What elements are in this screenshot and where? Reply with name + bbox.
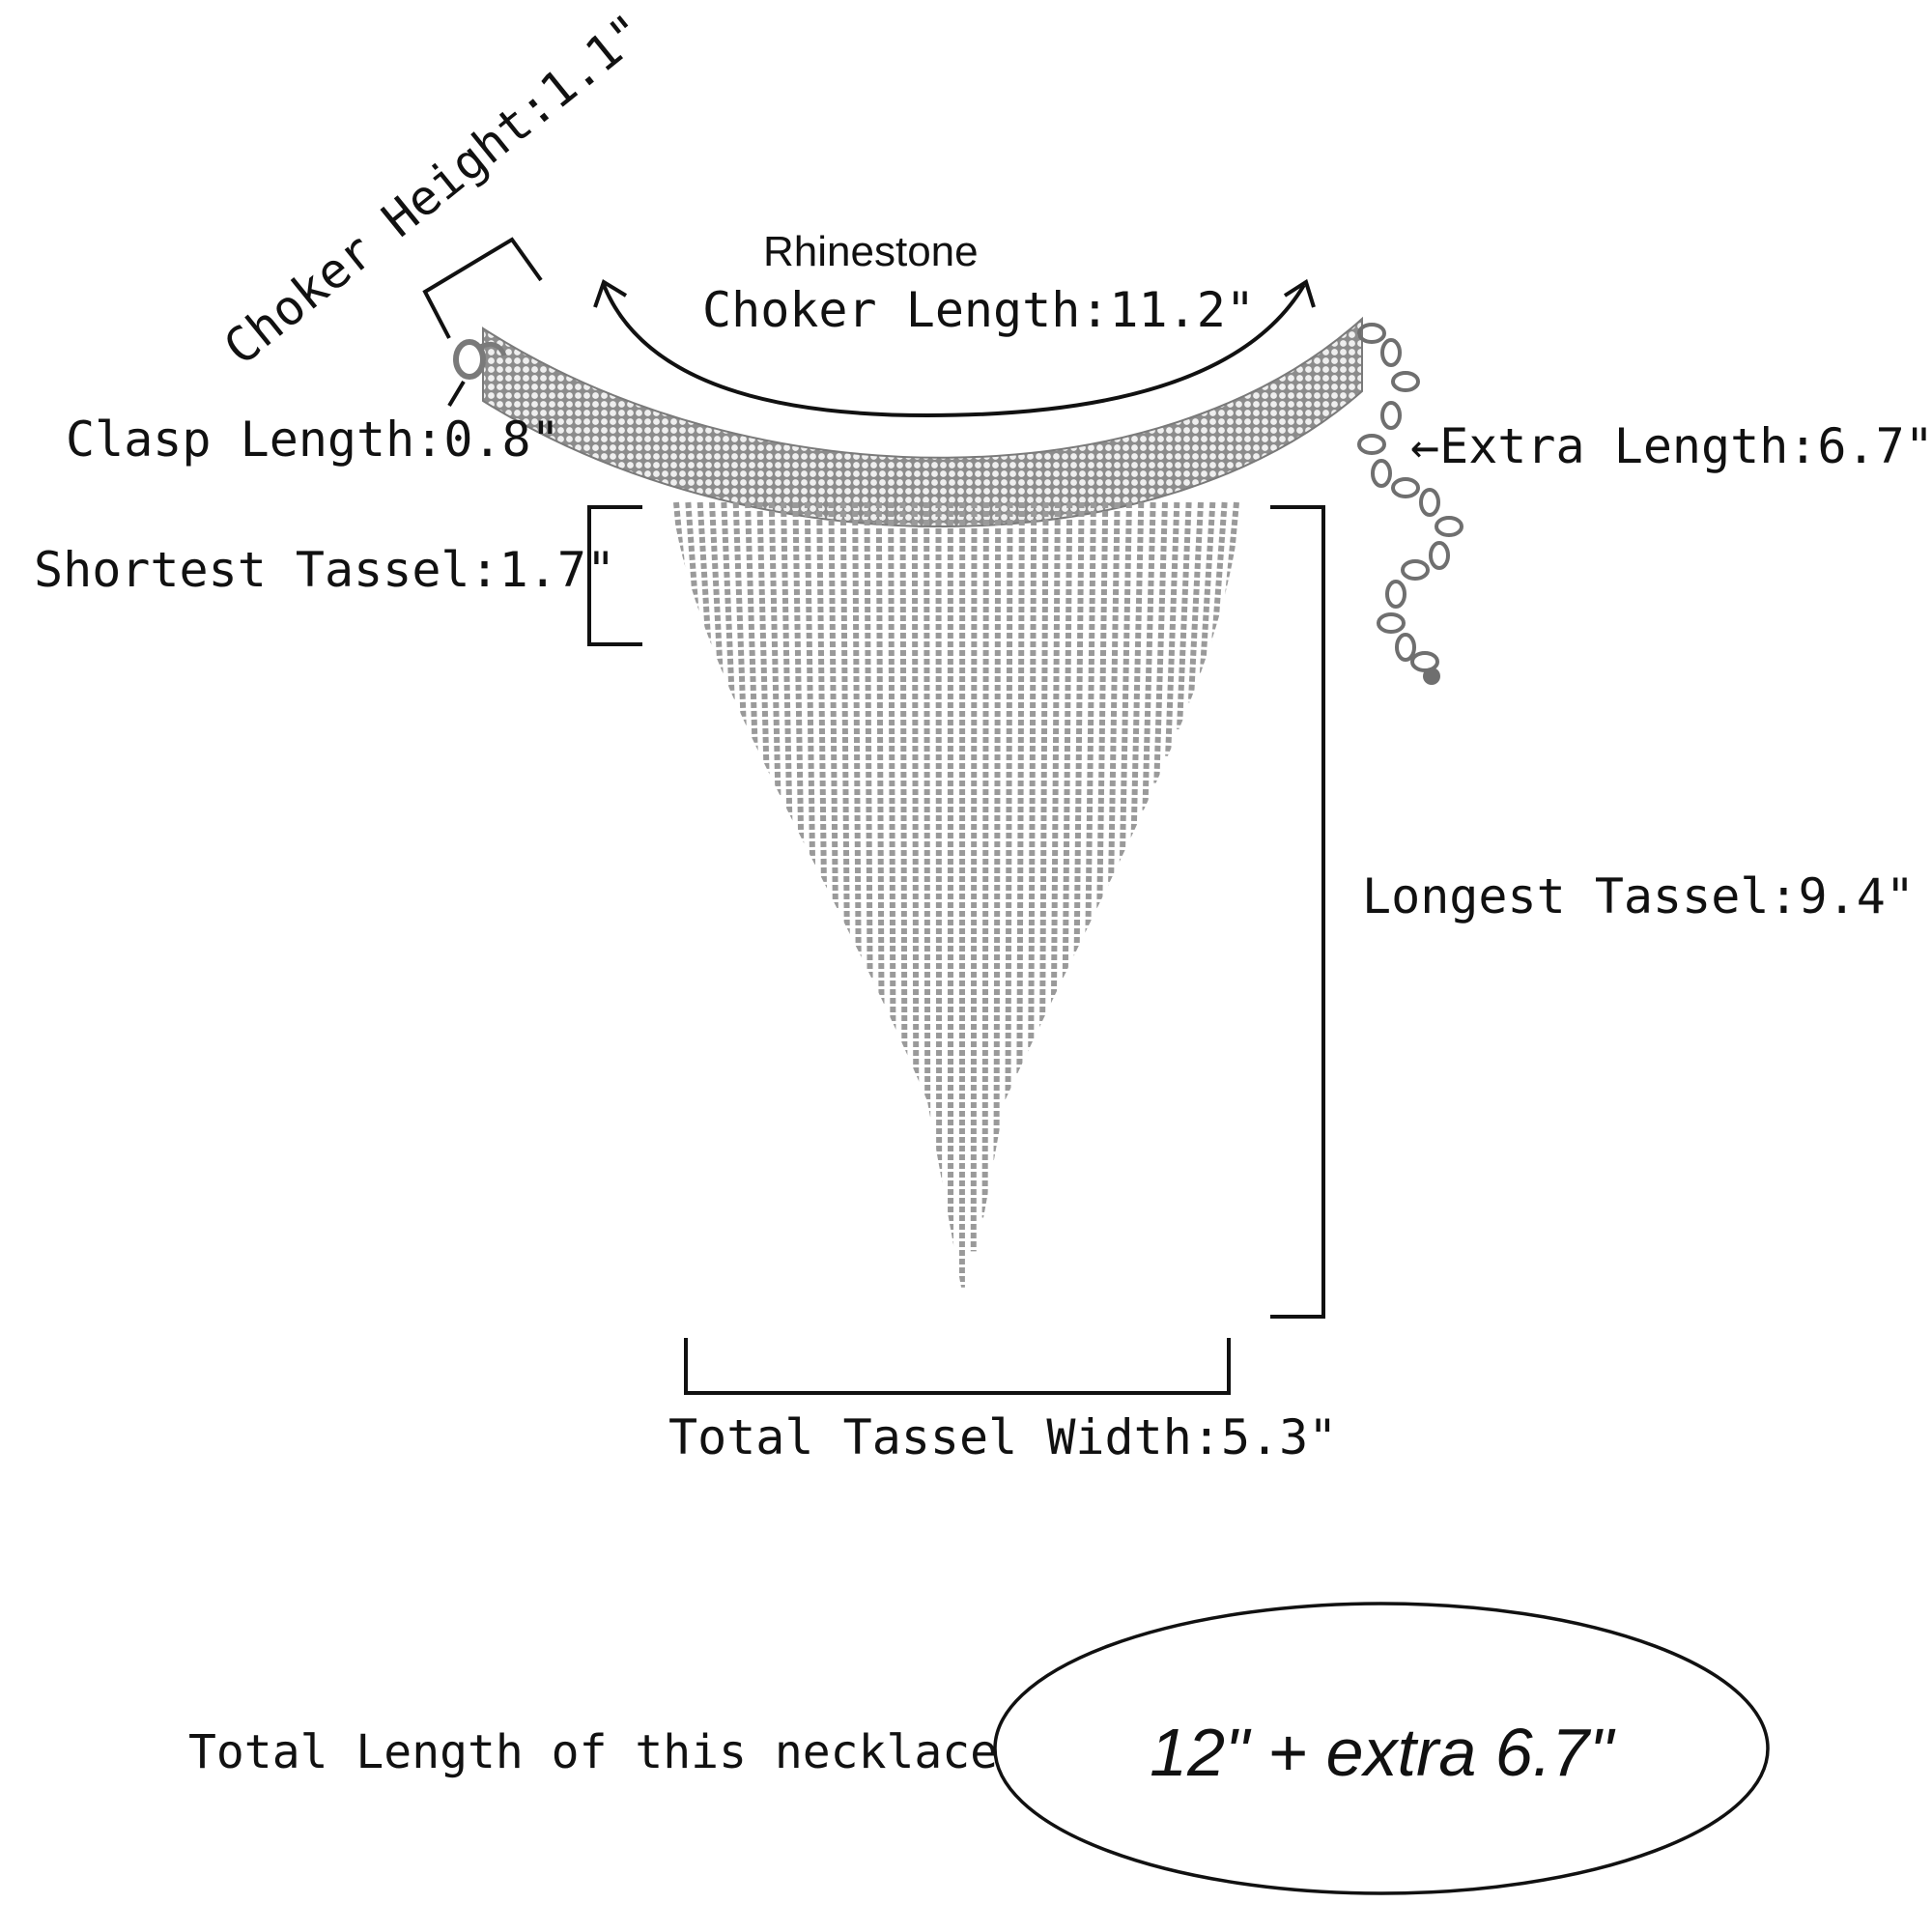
chain-link bbox=[1377, 612, 1406, 634]
tassel-strand bbox=[816, 501, 828, 949]
shortest-tassel-label: Shortest Tassel:1.7" bbox=[34, 542, 615, 598]
tassel-strand bbox=[781, 501, 794, 866]
tassel-strand bbox=[899, 501, 908, 1154]
tassel-strand bbox=[685, 501, 702, 650]
tassel-strand bbox=[1073, 501, 1085, 978]
tassel-strand bbox=[852, 501, 863, 1035]
chain-link bbox=[1419, 488, 1440, 517]
tassel-strand bbox=[1085, 501, 1096, 949]
tassel-strand bbox=[721, 501, 736, 730]
tassel-strand bbox=[864, 501, 874, 1065]
clasp-length-label: Clasp Length:0.8" bbox=[66, 412, 560, 468]
tassel-strand bbox=[1199, 501, 1216, 677]
arc-arrowhead-left bbox=[593, 279, 628, 308]
tassel-strand bbox=[745, 501, 759, 783]
chain-link bbox=[1357, 323, 1386, 344]
tassel-strand bbox=[970, 501, 978, 1252]
chain-link bbox=[1410, 651, 1439, 672]
total-length-value: 12" + extra 6.7" bbox=[1150, 1715, 1616, 1790]
tassel-strand bbox=[756, 501, 771, 810]
tassel-strand bbox=[1153, 501, 1168, 783]
chain-link bbox=[1391, 371, 1420, 392]
chain-link bbox=[1371, 459, 1392, 488]
labels: Choker Height:1.1" Rhinestone Choker Len… bbox=[34, 3, 1932, 1790]
tassel-strand bbox=[1177, 501, 1192, 730]
dimension-lines bbox=[422, 237, 1770, 1895]
chain-link bbox=[1380, 338, 1402, 367]
chain-link bbox=[1357, 434, 1386, 455]
tassel-strand bbox=[1130, 501, 1145, 838]
tassel-strand bbox=[888, 501, 896, 1123]
tassel-strand bbox=[1165, 501, 1180, 756]
tassel-strand bbox=[1187, 501, 1204, 703]
tassel-strand bbox=[1119, 501, 1132, 866]
tassel-strand bbox=[993, 501, 1002, 1186]
tassel-strand bbox=[935, 501, 943, 1252]
extension-chain bbox=[1357, 323, 1463, 685]
lobster-clasp-icon bbox=[453, 339, 507, 380]
total-tassel-width-label: Total Tassel Width:5.3" bbox=[668, 1409, 1337, 1465]
tassel-strand bbox=[673, 501, 691, 624]
tassel-strand bbox=[923, 501, 931, 1218]
chain-link bbox=[1385, 580, 1406, 609]
tassel-strand bbox=[709, 501, 725, 703]
choker-length-arc bbox=[602, 283, 1306, 418]
tassel-strand bbox=[792, 501, 806, 894]
chain-end-bead bbox=[1423, 668, 1440, 685]
chain-link bbox=[1429, 541, 1450, 570]
tassel-strand bbox=[828, 501, 839, 978]
tassel-strand bbox=[839, 501, 851, 1006]
chain-link bbox=[1391, 477, 1420, 498]
choker-length-label: Choker Length:11.2" bbox=[702, 282, 1255, 338]
arc-arrowhead-right bbox=[1283, 278, 1316, 308]
total-tassel-width-bracket bbox=[684, 1338, 1231, 1395]
extra-length-label: ←Extra Length:6.7" bbox=[1410, 418, 1932, 474]
tassel-strand bbox=[1222, 501, 1239, 624]
longest-tassel-bracket bbox=[1270, 505, 1325, 1319]
tassel-strand bbox=[732, 501, 748, 756]
tassel-strand bbox=[1096, 501, 1109, 921]
tassel-strand bbox=[981, 501, 989, 1218]
rhinestone-label: Rhinestone bbox=[763, 228, 979, 275]
tassel-strand bbox=[1210, 501, 1228, 650]
shortest-tassel-bracket bbox=[587, 505, 642, 646]
chain-link bbox=[1380, 401, 1402, 430]
clasp-leader-line bbox=[447, 380, 466, 408]
tassel-fringe bbox=[673, 501, 1239, 1288]
chain-link bbox=[1395, 633, 1416, 662]
tassel-strand bbox=[696, 501, 714, 677]
tassel-strand bbox=[1062, 501, 1073, 1006]
chain-link bbox=[1401, 559, 1430, 581]
tassel-strand bbox=[1050, 501, 1061, 1035]
tassel-strand bbox=[1142, 501, 1156, 810]
tassel-strand bbox=[1016, 501, 1025, 1123]
total-length-caption: Total Length of this necklace bbox=[188, 1725, 998, 1779]
longest-tassel-label: Longest Tassel:9.4" bbox=[1362, 868, 1915, 924]
tassel-strand bbox=[768, 501, 782, 838]
choker-band bbox=[482, 316, 1363, 527]
tassel-strand bbox=[1038, 501, 1049, 1065]
tassel-strand bbox=[1107, 501, 1121, 894]
tassel-strand bbox=[1005, 501, 1013, 1154]
chain-link bbox=[1435, 516, 1463, 537]
choker-height-label: Choker Height:1.1" bbox=[213, 3, 656, 376]
tassel-strand bbox=[1028, 501, 1037, 1094]
tassel-strand bbox=[911, 501, 920, 1186]
total-length-ellipse bbox=[993, 1602, 1770, 1895]
necklace-illustration bbox=[453, 316, 1463, 1288]
choker-height-bracket bbox=[422, 237, 543, 339]
tassel-strand bbox=[804, 501, 816, 921]
tassel-strand bbox=[875, 501, 885, 1094]
